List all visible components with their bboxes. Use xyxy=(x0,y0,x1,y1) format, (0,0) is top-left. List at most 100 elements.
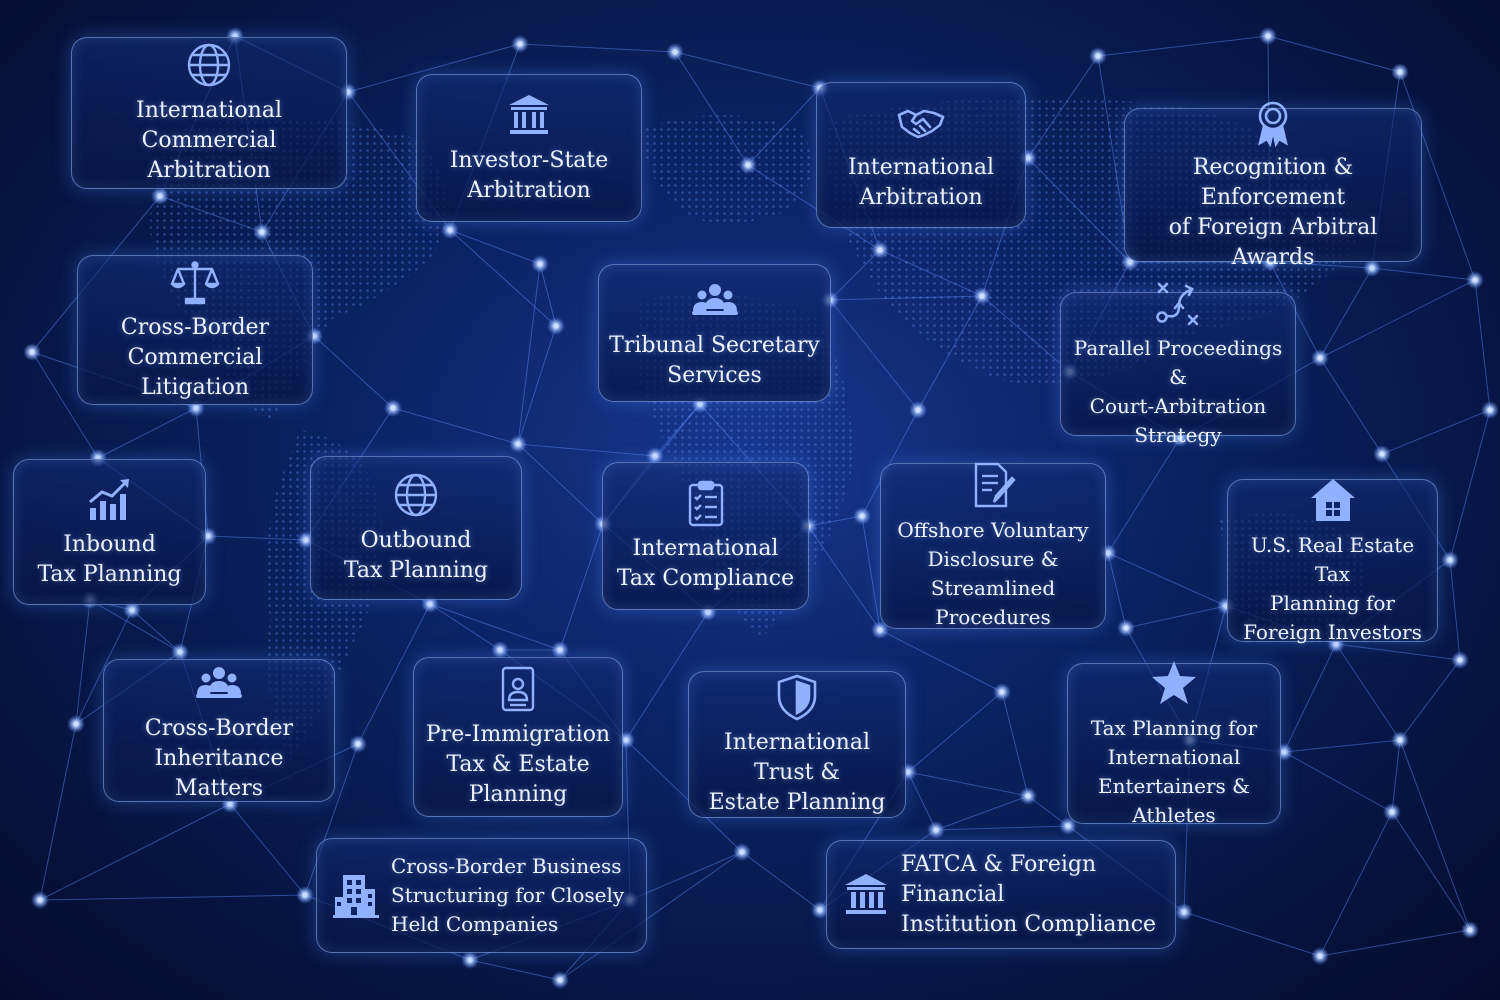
network-node xyxy=(672,49,678,55)
network-link xyxy=(429,603,561,651)
card-label: U.S. Real Estate Tax Planning for Foreig… xyxy=(1243,532,1422,644)
network-node xyxy=(1333,641,1339,647)
network-node xyxy=(915,407,921,413)
network-link xyxy=(807,525,881,631)
network-node xyxy=(1487,407,1493,413)
strategy-icon xyxy=(1153,278,1203,328)
network-link xyxy=(1319,279,1476,359)
card-parallel-proceedings[interactable]: Parallel Proceedings & Court-Arbitration… xyxy=(1060,282,1296,447)
network-node xyxy=(652,453,658,459)
network-link xyxy=(357,603,431,745)
network-link xyxy=(97,407,197,459)
network-node xyxy=(1369,265,1375,271)
office-building-icon xyxy=(331,871,381,921)
network-link xyxy=(392,407,519,445)
network-node xyxy=(227,801,233,807)
card-label: Tax Planning for International Entertain… xyxy=(1090,715,1258,827)
network-node xyxy=(553,323,559,329)
card-tax-planning-entertainers[interactable]: Tax Planning for International Entertain… xyxy=(1067,660,1281,827)
card-fatca-compliance[interactable]: FATCA & Foreign Financial Institution Co… xyxy=(826,840,1176,949)
network-link xyxy=(159,195,263,233)
network-link xyxy=(879,249,983,297)
network-node xyxy=(1389,809,1395,815)
network-node xyxy=(1105,550,1111,556)
globe-icon xyxy=(184,40,234,90)
network-link xyxy=(879,629,1003,693)
card-international-trust-estate[interactable]: International Trust & Estate Planning xyxy=(688,671,906,818)
network-link xyxy=(517,325,557,445)
network-node xyxy=(623,737,629,743)
network-link xyxy=(131,609,181,653)
network-link xyxy=(31,351,99,459)
network-link xyxy=(1097,35,1269,57)
network-link xyxy=(559,523,604,651)
network-node xyxy=(467,957,473,963)
people-group-icon xyxy=(194,658,244,708)
star-icon xyxy=(1149,658,1199,708)
network-node xyxy=(697,401,703,407)
network-link xyxy=(935,825,1069,831)
network-node xyxy=(905,769,911,775)
network-node xyxy=(1177,435,1183,441)
scales-icon xyxy=(170,257,220,307)
network-node xyxy=(1065,823,1071,829)
network-link xyxy=(75,599,91,725)
card-international-tax-compliance[interactable]: International Tax Compliance xyxy=(602,462,809,610)
network-link xyxy=(829,249,881,301)
card-label: Inbound Tax Planning xyxy=(37,532,182,587)
network-node xyxy=(355,741,361,747)
growth-chart-icon xyxy=(85,474,135,524)
network-link xyxy=(1107,437,1181,554)
card-outbound-tax-planning[interactable]: Outbound Tax Planning xyxy=(310,456,522,600)
network-link xyxy=(1371,267,1476,281)
network-link xyxy=(517,443,656,457)
network-link xyxy=(1319,267,1373,359)
card-label: Parallel Proceedings & Court-Arbitration… xyxy=(1073,336,1283,447)
card-tribunal-secretary-services[interactable]: Tribunal Secretary Services xyxy=(598,264,831,402)
network-node xyxy=(1397,737,1403,743)
network-node xyxy=(877,627,883,633)
network-node xyxy=(999,689,1005,695)
network-node xyxy=(705,609,711,615)
network-link xyxy=(747,87,821,166)
network-link xyxy=(861,515,881,631)
network-link xyxy=(39,723,77,901)
card-international-commercial-arbitration[interactable]: International Commercial Arbitration xyxy=(71,37,347,189)
network-link xyxy=(1183,911,1321,957)
card-label: Cross-Border Inheritance Matters xyxy=(144,715,294,801)
network-link xyxy=(625,611,709,741)
network-link xyxy=(1267,35,1401,73)
network-node xyxy=(1123,625,1129,631)
network-link xyxy=(89,599,181,653)
network-node xyxy=(1095,53,1101,59)
network-node xyxy=(259,229,265,235)
card-pre-immigration-tax[interactable]: Pre-Immigration Tax & Estate Planning xyxy=(413,657,623,817)
card-label: International Commercial Arbitration xyxy=(136,98,282,183)
card-investor-state-arbitration[interactable]: Investor-State Arbitration xyxy=(416,74,642,222)
network-node xyxy=(1467,927,1473,933)
card-label: FATCA & Foreign Financial Institution Co… xyxy=(901,851,1157,937)
shield-icon xyxy=(772,672,822,722)
network-node xyxy=(1127,259,1133,265)
network-link xyxy=(1474,279,1491,411)
network-link xyxy=(935,795,1029,831)
network-link xyxy=(907,771,937,831)
card-cross-border-commercial-litigation[interactable]: Cross-Border Commercial Litigation xyxy=(77,255,313,405)
network-node xyxy=(1447,557,1453,563)
card-offshore-voluntary-disclosure[interactable]: Offshore Voluntary Disclosure & Streamli… xyxy=(880,462,1106,629)
card-us-real-estate-tax[interactable]: U.S. Real Estate Tax Planning for Foreig… xyxy=(1227,478,1438,644)
handshake-icon xyxy=(896,97,946,147)
card-inbound-tax-planning[interactable]: Inbound Tax Planning xyxy=(13,459,206,605)
card-recognition-enforcement[interactable]: Recognition & Enforcement of Foreign Arb… xyxy=(1124,101,1422,270)
card-cross-border-business-structuring[interactable]: Cross-Border Business Structuring for Cl… xyxy=(316,838,647,953)
clipboard-checklist-icon xyxy=(681,478,731,528)
network-link xyxy=(907,771,1029,797)
network-node xyxy=(1457,657,1463,663)
network-node xyxy=(390,405,396,411)
card-cross-border-inheritance[interactable]: Cross-Border Inheritance Matters xyxy=(103,659,335,802)
network-link xyxy=(1399,659,1461,741)
network-link xyxy=(1381,409,1491,455)
card-label: Outbound Tax Planning xyxy=(343,528,489,583)
card-international-arbitration[interactable]: International Arbitration xyxy=(816,82,1026,228)
network-node xyxy=(1317,953,1323,959)
